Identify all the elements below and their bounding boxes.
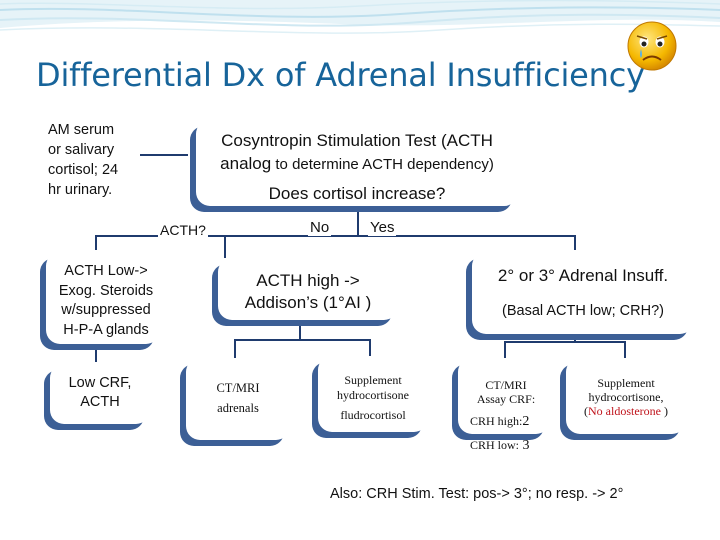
acth-low-text: ACTH Low-> Exog. Steroids w/suppressed H… xyxy=(58,263,154,338)
connector-no xyxy=(95,212,359,250)
label-yes: Yes xyxy=(368,219,397,236)
acth-high-text: ACTH high -> Addison’s (1°AI ) xyxy=(244,271,372,312)
supplement-hydrocortisone-text: Supplement hydrocortisone, (No aldostero… xyxy=(584,376,668,418)
label-no: No xyxy=(308,219,332,236)
cosyntropin-line1: Cosyntropin Stimulation Test (ACTH xyxy=(221,131,493,150)
connector-secondary xyxy=(504,335,576,358)
cosyntropin-line2: analog to determine ACTH dependency) xyxy=(220,154,494,173)
acth-high-box xyxy=(218,258,398,320)
supplement-fludrocortisol-text: Supplement hydrocortisone fludrocortisol xyxy=(337,373,409,422)
cosyntropin-test-box xyxy=(196,120,518,206)
supplement-fludrocortisol-box xyxy=(318,356,428,432)
secondary-insufficiency-box xyxy=(472,252,694,334)
ct-mri-crf-assay-box xyxy=(458,358,550,434)
connector-acth-high xyxy=(234,318,301,358)
ct-mri-adrenals-box xyxy=(186,358,290,440)
am-note-text: AM serum or salivary cortisol; 24 hr uri… xyxy=(48,122,119,198)
cosyntropin-question: Does cortisol increase? xyxy=(268,184,446,203)
ct-mri-adrenals-text: CT/MRI adrenals xyxy=(216,381,260,415)
secondary-subtitle: (Basal ACTH low; CRH?) xyxy=(502,303,664,319)
crh-high-text: CRH high:2 xyxy=(470,414,530,429)
crh-low-text: CRH low: 3 xyxy=(470,438,530,453)
low-crf-text: Low CRF, ACTH xyxy=(68,375,132,410)
sad-face-icon xyxy=(627,21,677,71)
header-wave-decoration xyxy=(0,0,720,34)
label-acth: ACTH? xyxy=(158,222,208,238)
footer-note: Also: CRH Stim. Test: pos-> 3°; no resp.… xyxy=(330,486,624,502)
ct-mri-crf-assay-text: CT/MRI Assay CRF: xyxy=(476,378,536,406)
slide-title: Differential Dx of Adrenal Insufficiency xyxy=(36,56,645,94)
acth-low-box xyxy=(46,252,160,344)
connector-yes xyxy=(358,235,576,250)
low-crf-box xyxy=(50,364,150,424)
secondary-title: 2° or 3° Adrenal Insuff. xyxy=(497,266,669,285)
no-aldosterone-text: No aldosterone xyxy=(588,404,661,418)
supplement-hydrocortisone-box xyxy=(566,358,686,434)
